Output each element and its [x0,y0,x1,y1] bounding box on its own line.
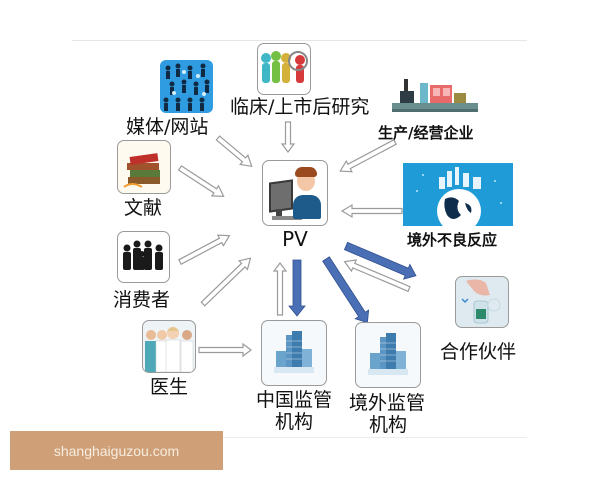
factory-icon [390,75,480,115]
arrow-doctor-to-cn-regulator [198,342,252,358]
manufacturer-label: 生产/经营企业 [378,124,474,142]
people-group-icon [117,231,170,283]
arrow-pv-to-cn-regulator [288,259,306,317]
media-label: 媒体/网站 [126,116,209,138]
arrow-consumer-to-pv [178,234,231,266]
arrow-cn-regulator-to-pv [272,262,288,316]
globe-city-icon [403,163,513,226]
arrow-manufacturer-to-pv [339,138,397,173]
arrow-clinical-to-pv [280,121,296,153]
building-icon [355,322,421,388]
arrow-partner-to-pv [343,259,411,293]
arrow-literature-to-pv [177,165,225,197]
overseas-regulator-label-line1: 境外监管 [349,392,426,414]
watermark-banner: shanghaiguzou.com [10,431,223,470]
building-icon [261,320,327,386]
cn-regulator-label-line2: 机构 [275,411,314,433]
clinical-label: 临床/上市后研究 [230,96,370,118]
books-icon [117,140,171,194]
top-divider [72,40,527,41]
consumer-label: 消费者 [113,289,171,311]
research-people-magnifier-icon [257,43,311,95]
literature-label: 文献 [124,197,163,219]
bottom-divider [72,437,527,438]
crowd-icon [160,60,213,113]
doctors-icon [142,320,196,373]
arrow-pv-to-partner [343,241,417,280]
hand-medicine-icon [455,276,509,328]
doctor-label: 医生 [150,376,189,398]
pv-label: PV [282,227,308,251]
arrow-doctor-to-pv [200,257,252,307]
cn-regulator-label-line1: 中国监管 [256,389,333,411]
arrow-overseas-adr-to-pv [340,203,403,219]
arrow-media-to-pv [215,135,253,168]
operator-at-computer-icon [262,160,328,226]
watermark-text: shanghaiguzou.com [53,442,180,459]
overseas-adr-label: 境外不良反应 [407,231,498,249]
partner-label: 合作伙伴 [440,341,517,363]
arrow-pv-to-overseas-regulator [322,256,370,324]
overseas-regulator-label-line2: 机构 [369,414,408,436]
